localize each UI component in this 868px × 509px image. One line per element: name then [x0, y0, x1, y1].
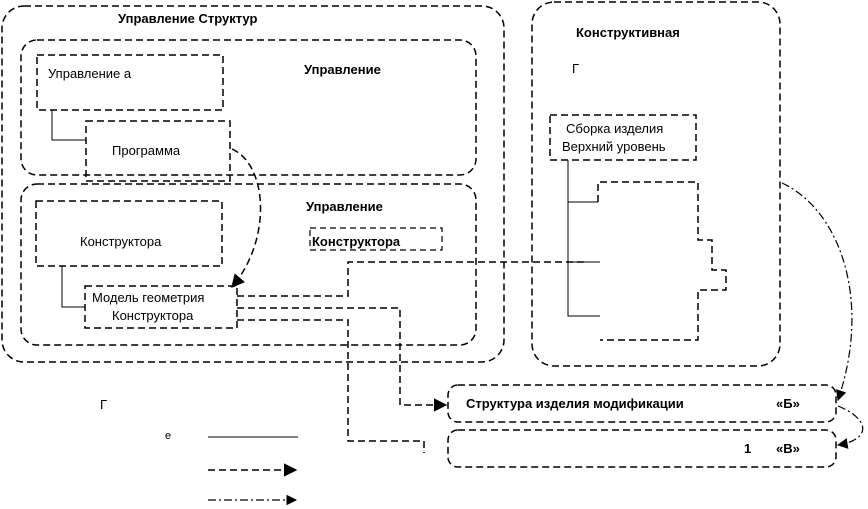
- flow-b-to-v: [836, 405, 864, 449]
- group-constructive: [531, 1, 781, 367]
- box-constructor-label: Конструктора: [80, 234, 162, 249]
- group-constructive-title: Конструктивная: [576, 25, 680, 40]
- target-v-tag: «В»: [776, 441, 800, 456]
- flow-program-to-geometry: [231, 148, 262, 289]
- flow-geometry-to-v: [237, 319, 425, 453]
- target-b-tag: «Б»: [776, 396, 800, 411]
- box-geometry-label-2: Конструктора: [112, 308, 194, 323]
- box-top-left-label: Управление а: [48, 66, 132, 81]
- group-design-top: [20, 39, 477, 176]
- tree-line-assembly: [567, 160, 600, 317]
- flow-geometry-to-b: [237, 307, 448, 412]
- target-b-box: [447, 384, 837, 423]
- box-design-sub: [309, 227, 443, 251]
- box-program: [85, 120, 231, 182]
- box-top-left: [36, 54, 224, 111]
- group-design-bottom-title: Управление: [306, 199, 383, 214]
- box-geometry-label-1: Модель геометрия: [92, 290, 205, 305]
- group-structure-management-title: Управление Структур: [118, 11, 258, 26]
- subassembly-outline: [597, 181, 727, 341]
- legend-title: Г: [100, 397, 108, 412]
- target-v-number: 1: [744, 441, 752, 456]
- box-constructor: [35, 200, 223, 267]
- box-program-label: Программа: [112, 143, 181, 158]
- flow-constructive-to-b: [781, 182, 853, 402]
- target-v-box: [447, 429, 837, 468]
- group-design-bottom-subtitle: Конструктора: [312, 234, 401, 249]
- box-assembly-label-1: Сборка изделия: [566, 121, 664, 136]
- flow-geometry-to-assembly: [237, 261, 584, 297]
- box-assembly-label-2: Верхний уровень: [562, 139, 666, 154]
- tree-line-top: [51, 110, 86, 141]
- group-design-bottom: [20, 183, 477, 346]
- group-design-top-title: Управление: [304, 62, 381, 77]
- legend-solid-text: е: [165, 430, 172, 442]
- tree-line-bottom: [61, 266, 85, 308]
- group-structure-management: [1, 5, 505, 363]
- box-assembly: [549, 114, 697, 161]
- target-b-label: Структура изделия модификации: [466, 396, 684, 411]
- group-constructive-subtitle: Г: [572, 61, 580, 76]
